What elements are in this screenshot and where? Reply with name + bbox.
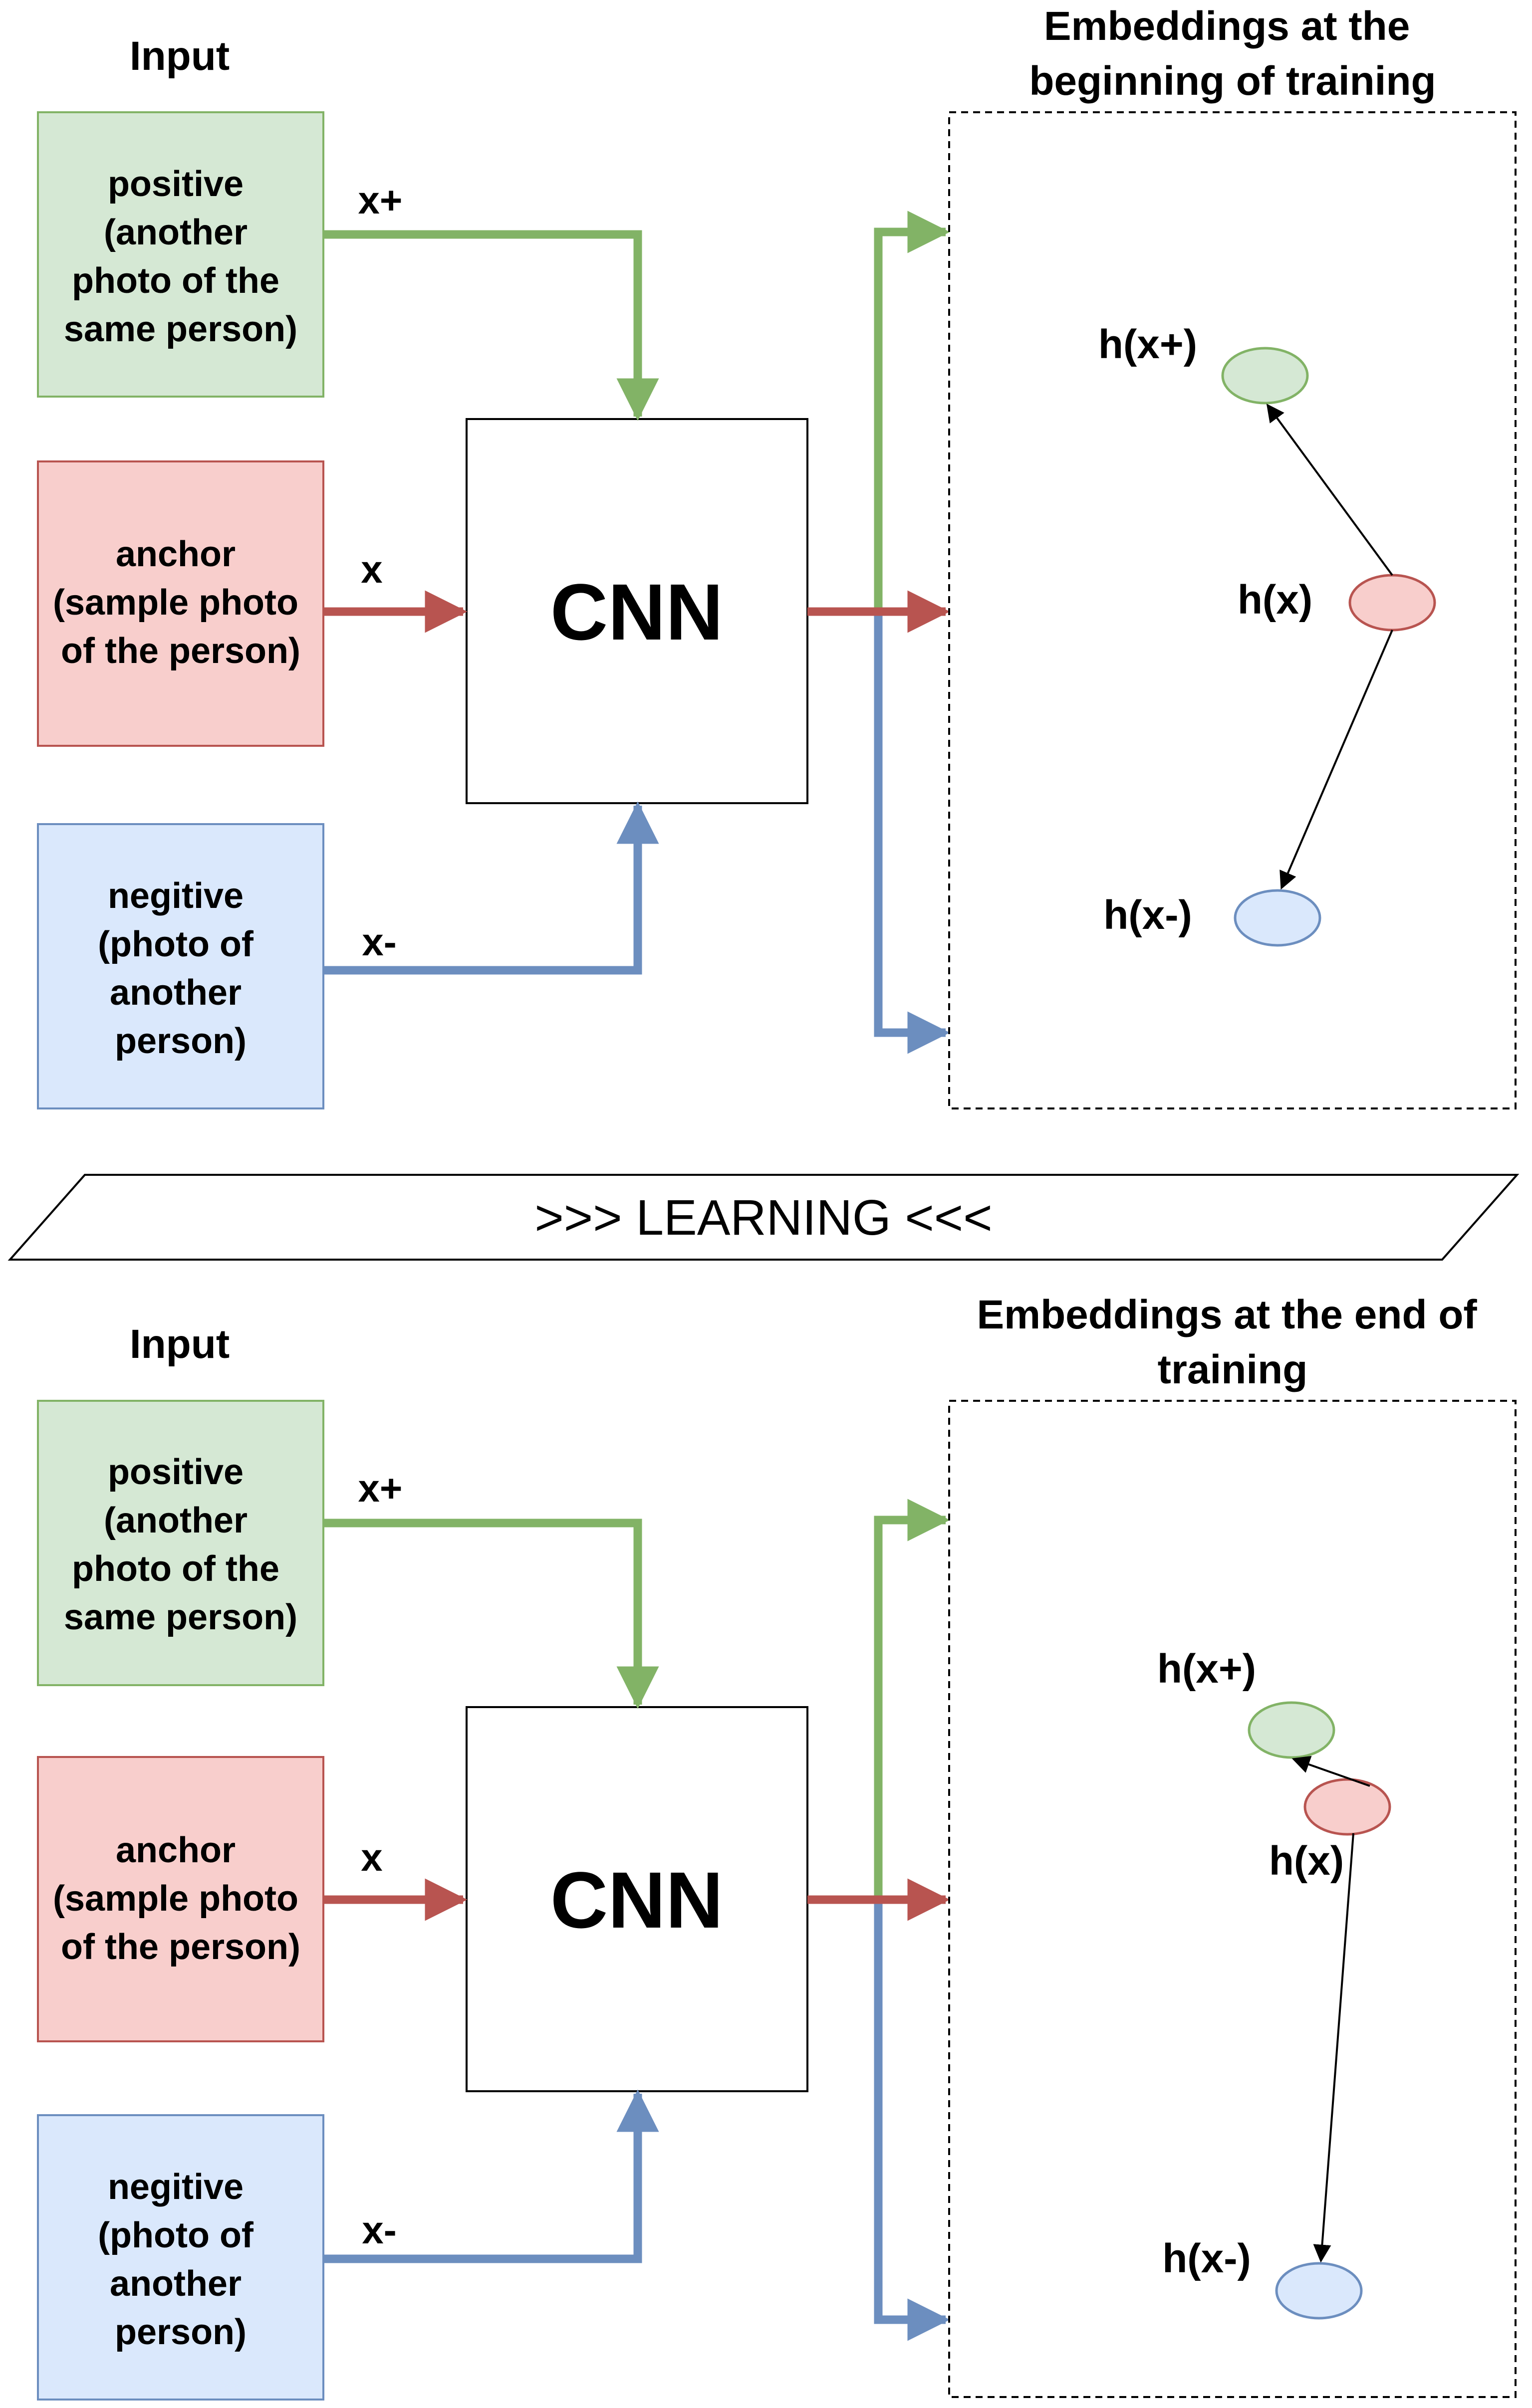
top-negative-box bbox=[37, 823, 324, 1109]
top-negative-label: negitive (photo of another person) bbox=[98, 876, 263, 1061]
bottom-h-anchor-node bbox=[1303, 1778, 1391, 1836]
learning-banner: >>> LEARNING <<< bbox=[7, 1174, 1520, 1261]
top-cnn-box bbox=[466, 418, 808, 804]
bottom-negative-label: negitive (photo of another person) bbox=[98, 2167, 263, 2352]
bottom-edge-anchor-label: x bbox=[361, 1835, 382, 1879]
top-section: Input positive (another photo of the sam… bbox=[37, 3, 1517, 1109]
learning-banner-shape bbox=[7, 1174, 1520, 1261]
top-edge-pos-label: x+ bbox=[358, 178, 403, 222]
top-anchor-label: anchor (sample photo of the person) bbox=[53, 534, 308, 671]
top-h-neg-node bbox=[1234, 889, 1321, 947]
bottom-negative-arrow bbox=[323, 2089, 659, 2263]
top-h-pos-label: h(x+) bbox=[1098, 322, 1197, 367]
top-embeddings-title: Embeddings at the beginning of training bbox=[1029, 3, 1436, 104]
top-h-anchor-node bbox=[1348, 574, 1436, 632]
bottom-anchor-box bbox=[37, 1756, 324, 2042]
bottom-embeddings-title: Embeddings at the end of training bbox=[977, 1292, 1488, 1392]
bottom-out-blue-arrow bbox=[874, 1900, 950, 2341]
top-edge-anchor-to-neg bbox=[1279, 630, 1393, 890]
top-positive-arrow bbox=[323, 230, 659, 421]
top-h-pos-node bbox=[1221, 347, 1309, 405]
top-out-green-arrow bbox=[807, 211, 950, 616]
bottom-negative-box bbox=[37, 2114, 324, 2401]
bottom-positive-label: positive (another photo of the same pers… bbox=[64, 1452, 297, 1637]
bottom-input-title: Input bbox=[130, 1321, 230, 1367]
bottom-h-neg-label: h(x-) bbox=[1162, 2236, 1251, 2281]
bottom-edge-neg-label: x- bbox=[362, 2208, 396, 2252]
top-h-anchor-label: h(x) bbox=[1238, 577, 1312, 623]
bottom-cnn-box bbox=[466, 1706, 808, 2092]
top-edge-neg-label: x- bbox=[362, 920, 396, 964]
bottom-h-pos-label: h(x+) bbox=[1157, 1646, 1256, 1692]
top-input-title: Input bbox=[130, 33, 230, 79]
bottom-section: Input positive (another photo of the sam… bbox=[37, 1292, 1517, 2401]
bottom-positive-arrow bbox=[323, 1519, 659, 1709]
top-out-blue-arrow bbox=[874, 612, 950, 1054]
bottom-cnn-label: CNN bbox=[550, 1855, 724, 1945]
top-h-neg-label: h(x-) bbox=[1103, 892, 1192, 938]
top-cnn-label: CNN bbox=[550, 567, 724, 657]
top-negative-arrow bbox=[323, 801, 659, 975]
bottom-embeddings-panel bbox=[948, 1400, 1517, 2398]
top-anchor-box bbox=[37, 460, 324, 747]
bottom-edge-pos-label: x+ bbox=[358, 1466, 403, 1510]
bottom-out-green-arrow bbox=[807, 1499, 950, 1904]
top-edge-anchor-label: x bbox=[361, 547, 382, 591]
top-positive-box bbox=[37, 111, 324, 398]
bottom-h-pos-node bbox=[1248, 1701, 1335, 1759]
bottom-anchor-label: anchor (sample photo of the person) bbox=[53, 1830, 308, 1967]
bottom-h-anchor-label: h(x) bbox=[1269, 1838, 1344, 1884]
top-embeddings-panel bbox=[948, 111, 1517, 1109]
bottom-positive-box bbox=[37, 1400, 324, 1686]
bottom-edge-anchor-to-pos bbox=[1291, 1755, 1370, 1787]
bottom-h-neg-node bbox=[1275, 2262, 1363, 2320]
learning-banner-label: >>> LEARNING <<< bbox=[534, 1190, 992, 1246]
bottom-edge-anchor-to-neg bbox=[1313, 1833, 1354, 2263]
top-edge-anchor-to-pos bbox=[1266, 404, 1393, 576]
top-positive-label: positive (another photo of the same pers… bbox=[64, 164, 297, 349]
